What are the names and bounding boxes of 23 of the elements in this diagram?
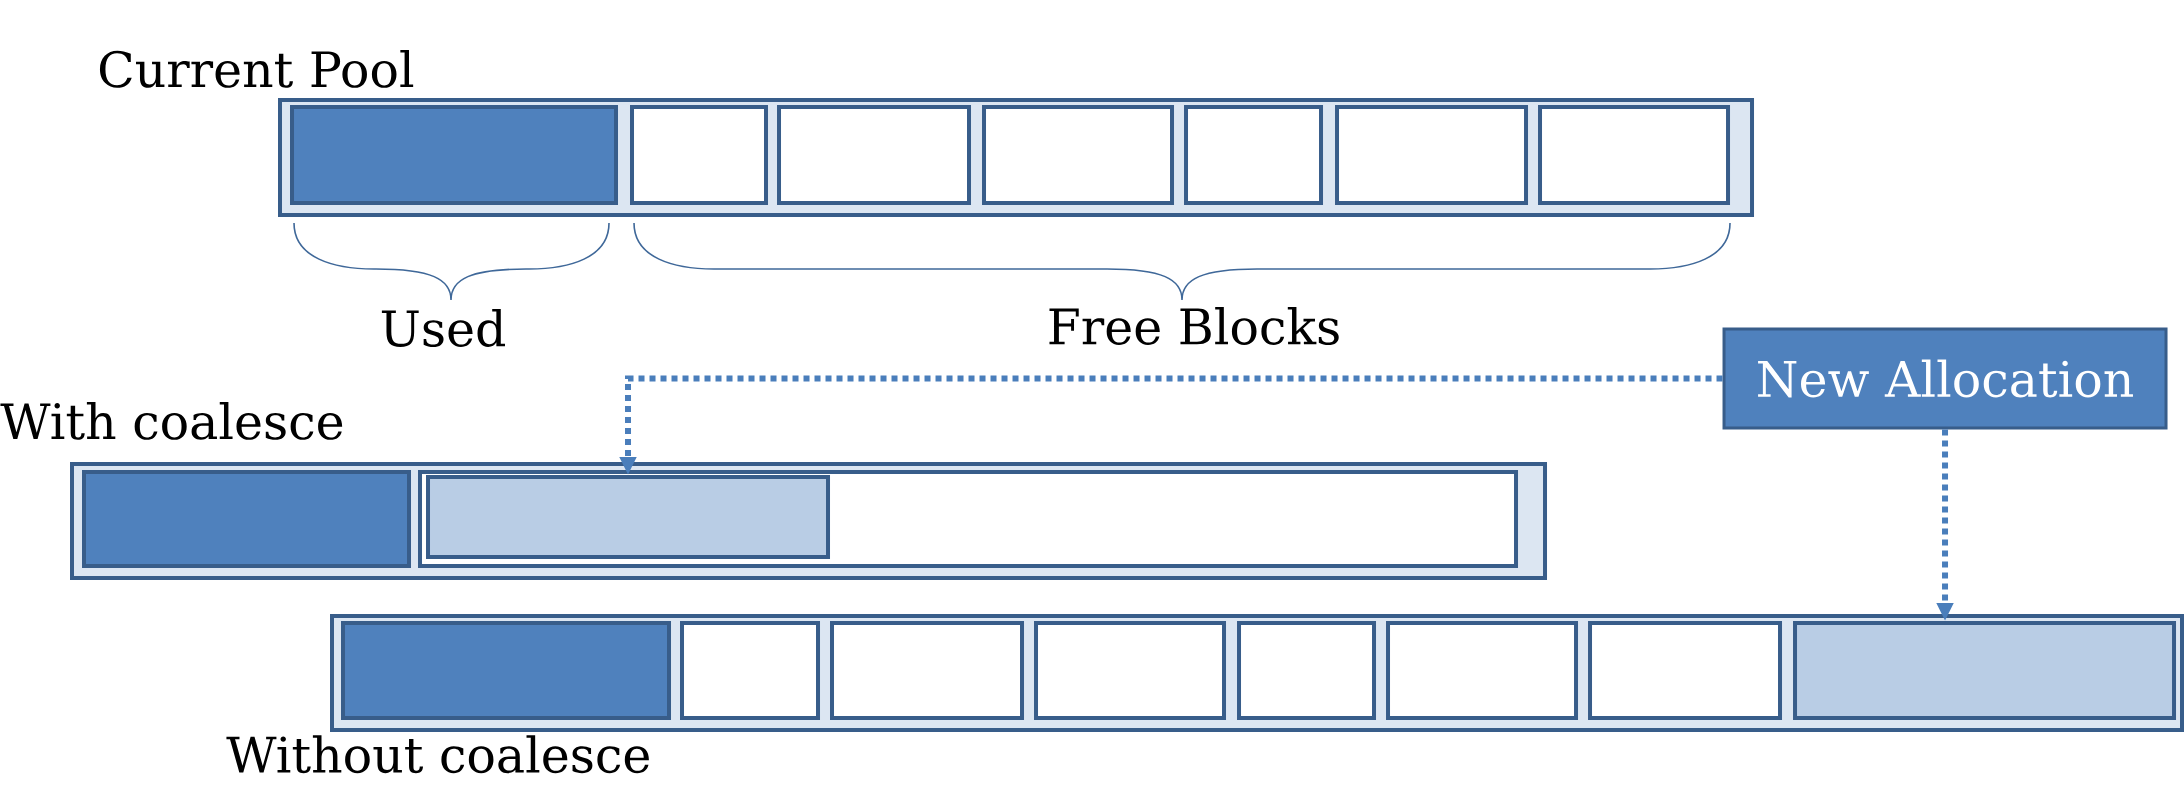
free-block	[1538, 105, 1730, 205]
free-block	[1386, 621, 1578, 720]
pool-heading: Without coalesce	[226, 735, 649, 774]
free-block	[1184, 105, 1323, 205]
pool-heading: With coalesce	[0, 401, 343, 440]
allocated-block	[426, 475, 830, 559]
free-block	[1034, 621, 1226, 720]
used-block	[82, 470, 411, 568]
used-block	[290, 105, 618, 205]
free-block	[630, 105, 768, 205]
free-block	[830, 621, 1024, 720]
free-block	[1588, 621, 1782, 720]
brace-label: Used	[381, 309, 505, 347]
free-block	[1237, 621, 1376, 720]
allocated-block	[1793, 621, 2177, 720]
pool-heading: Current Pool	[99, 49, 414, 88]
free-block	[680, 621, 820, 720]
free-block	[982, 105, 1174, 205]
allocation-box: New Allocation	[1722, 327, 2168, 430]
brace-label: Free Blocks	[1049, 307, 1339, 345]
used-block	[341, 621, 671, 720]
free-block	[777, 105, 971, 205]
free-block	[1335, 105, 1528, 205]
